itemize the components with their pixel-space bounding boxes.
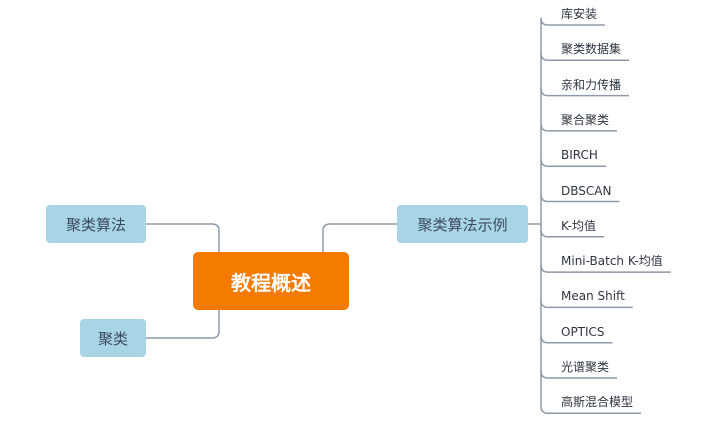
leaf-item[interactable]: 聚合聚类 — [561, 112, 610, 127]
branch-clustering-label: 聚类 — [97, 329, 128, 348]
leaf-underline — [540, 406, 642, 415]
branch-clustering-algorithms-label: 聚类算法 — [65, 215, 126, 234]
leaf-item[interactable]: 聚类数据集 — [561, 42, 622, 57]
leaf-item[interactable]: 光谱聚类 — [561, 360, 610, 374]
leaf-connectors — [540, 17, 671, 415]
root-topic[interactable]: 教程概述 — [193, 252, 349, 310]
leaf-item[interactable]: Mean Shift — [561, 289, 625, 304]
root-topic-label: 教程概述 — [231, 270, 311, 295]
leaf-item[interactable]: 亲和力传播 — [561, 77, 622, 92]
leaf-item[interactable]: 高斯混合模型 — [561, 395, 634, 410]
connector-root-to-clustering-algorithms — [146, 223, 220, 252]
branch-clustering[interactable]: 聚类 — [80, 319, 146, 357]
leaf-item[interactable]: 库安装 — [561, 7, 598, 21]
branch-clustering-examples[interactable]: 聚类算法示例 — [397, 205, 528, 243]
connector-root-to-clustering — [146, 310, 220, 339]
leaf-item[interactable]: BIRCH — [561, 148, 598, 163]
branch-clustering-examples-label: 聚类算法示例 — [417, 215, 508, 234]
branch-clustering-algorithms[interactable]: 聚类算法 — [46, 205, 146, 243]
leaf-item[interactable]: OPTICS — [561, 324, 605, 339]
connector-root-to-examples — [322, 223, 397, 252]
leaf-item[interactable]: Mini-Batch K-均值 — [561, 254, 663, 269]
leaf-item[interactable]: K-均值 — [561, 218, 596, 233]
leaf-item[interactable]: DBSCAN — [561, 183, 612, 198]
